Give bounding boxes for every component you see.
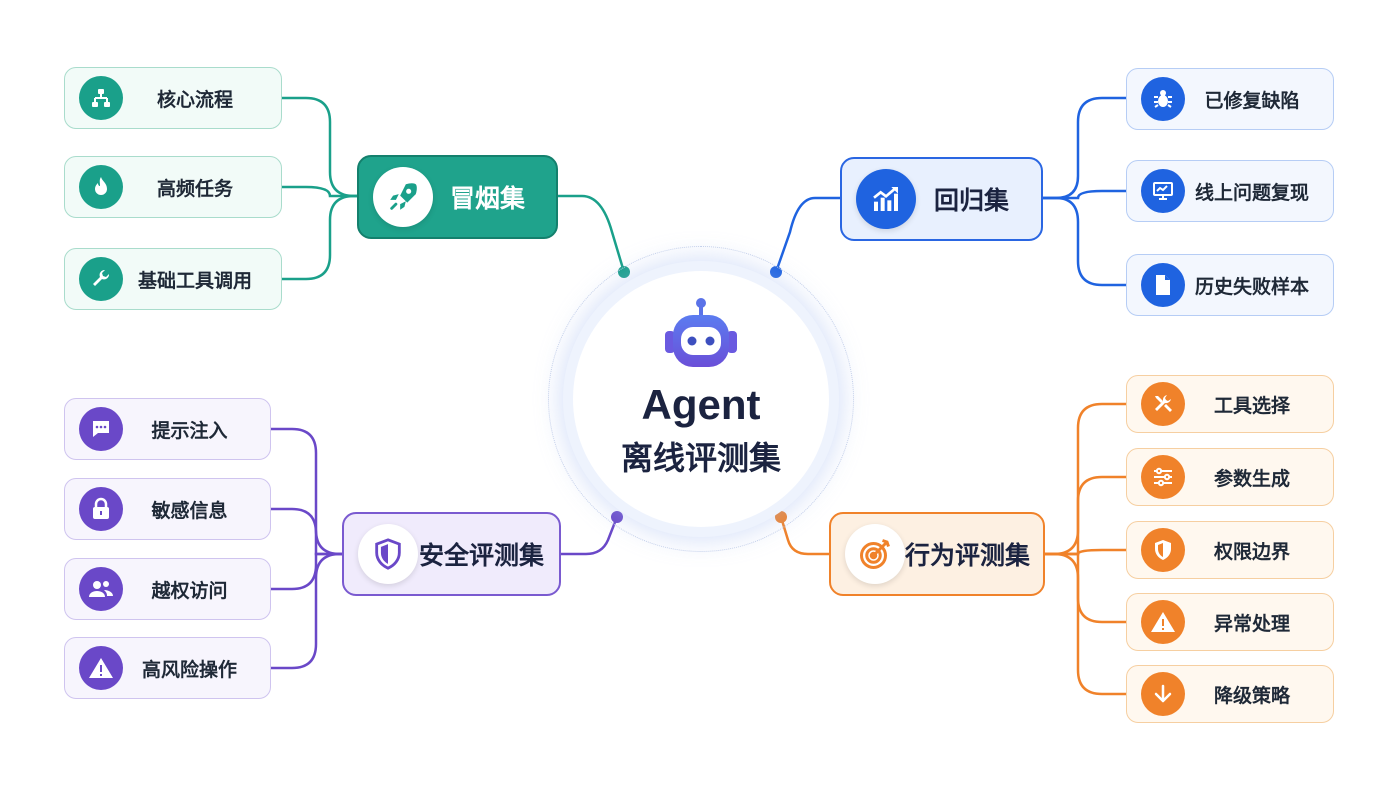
center-title: Agent <box>641 381 761 428</box>
leaf-label: 敏感信息 <box>151 499 228 522</box>
flowchart-icon <box>79 76 123 120</box>
leaf-label: 线上问题复现 <box>1194 181 1309 204</box>
leaf-basic-tool-call[interactable]: 基础工具调用 <box>64 248 282 310</box>
center-subtitle: 离线评测集 <box>620 439 781 477</box>
center-dotted-ring <box>548 246 854 552</box>
target-icon <box>845 524 905 584</box>
leaf-label: 参数生成 <box>1213 467 1290 490</box>
leaf-label: 历史失败样本 <box>1194 275 1309 298</box>
category-smoke-label: 冒烟集 <box>449 184 525 213</box>
document-icon <box>1141 263 1185 307</box>
category-security-label: 安全评测集 <box>418 541 544 570</box>
leaf-permission-boundary[interactable]: 权限边界 <box>1126 521 1334 579</box>
leaf-degradation-strategy[interactable]: 降级策略 <box>1126 665 1334 723</box>
tools-icon <box>1141 382 1185 426</box>
leaf-tool-selection[interactable]: 工具选择 <box>1126 375 1334 433</box>
bug-icon <box>1141 77 1185 121</box>
leaf-prompt-injection[interactable]: 提示注入 <box>64 398 271 460</box>
leaf-label: 越权访问 <box>151 579 228 602</box>
warning-icon <box>79 646 123 690</box>
rocket-icon <box>373 167 433 227</box>
category-smoke[interactable]: 冒烟集 <box>357 155 558 239</box>
leaf-fixed-defects[interactable]: 已修复缺陷 <box>1126 68 1334 130</box>
leaf-sensitive-info[interactable]: 敏感信息 <box>64 478 271 540</box>
category-regression[interactable]: 回归集 <box>840 157 1043 241</box>
warning-icon <box>1141 600 1185 644</box>
shield-icon <box>358 524 418 584</box>
leaf-online-issue-repro[interactable]: 线上问题复现 <box>1126 160 1334 222</box>
leaf-unauthorized-access[interactable]: 越权访问 <box>64 558 271 620</box>
arrow-down-icon <box>1141 672 1185 716</box>
chat-bubble-icon <box>79 407 123 451</box>
trend-chart-icon <box>856 169 916 229</box>
leaf-label: 核心流程 <box>156 88 233 111</box>
leaf-label: 提示注入 <box>151 419 228 442</box>
leaf-history-failed-samples[interactable]: 历史失败样本 <box>1126 254 1334 316</box>
category-regression-label: 回归集 <box>933 186 1009 215</box>
leaf-high-risk-operation[interactable]: 高风险操作 <box>64 637 271 699</box>
category-behavior[interactable]: 行为评测集 <box>829 512 1045 596</box>
category-security[interactable]: 安全评测集 <box>342 512 561 596</box>
category-behavior-label: 行为评测集 <box>905 541 1031 570</box>
fire-icon <box>79 165 123 209</box>
leaf-label: 高风险操作 <box>141 658 237 681</box>
wrench-icon <box>79 257 123 301</box>
leaf-label: 降级策略 <box>1213 684 1290 707</box>
robot-icon <box>665 298 737 367</box>
monitor-icon <box>1141 169 1185 213</box>
leaf-exception-handling[interactable]: 异常处理 <box>1126 593 1334 651</box>
leaf-high-frequency[interactable]: 高频任务 <box>64 156 282 218</box>
leaf-label: 已修复缺陷 <box>1204 89 1300 112</box>
leaf-param-generation[interactable]: 参数生成 <box>1126 448 1334 506</box>
users-icon <box>79 567 123 611</box>
shield-check-icon <box>1141 528 1185 572</box>
center-node[interactable]: Agent 离线评测集 <box>573 271 829 527</box>
leaf-label: 基础工具调用 <box>137 269 252 292</box>
leaf-core-flow[interactable]: 核心流程 <box>64 67 282 129</box>
leaf-label: 权限边界 <box>1213 540 1290 563</box>
sliders-icon <box>1141 455 1185 499</box>
leaf-label: 工具选择 <box>1213 394 1290 417</box>
leaf-label: 异常处理 <box>1213 612 1290 635</box>
lock-icon <box>79 487 123 531</box>
leaf-label: 高频任务 <box>156 177 233 200</box>
